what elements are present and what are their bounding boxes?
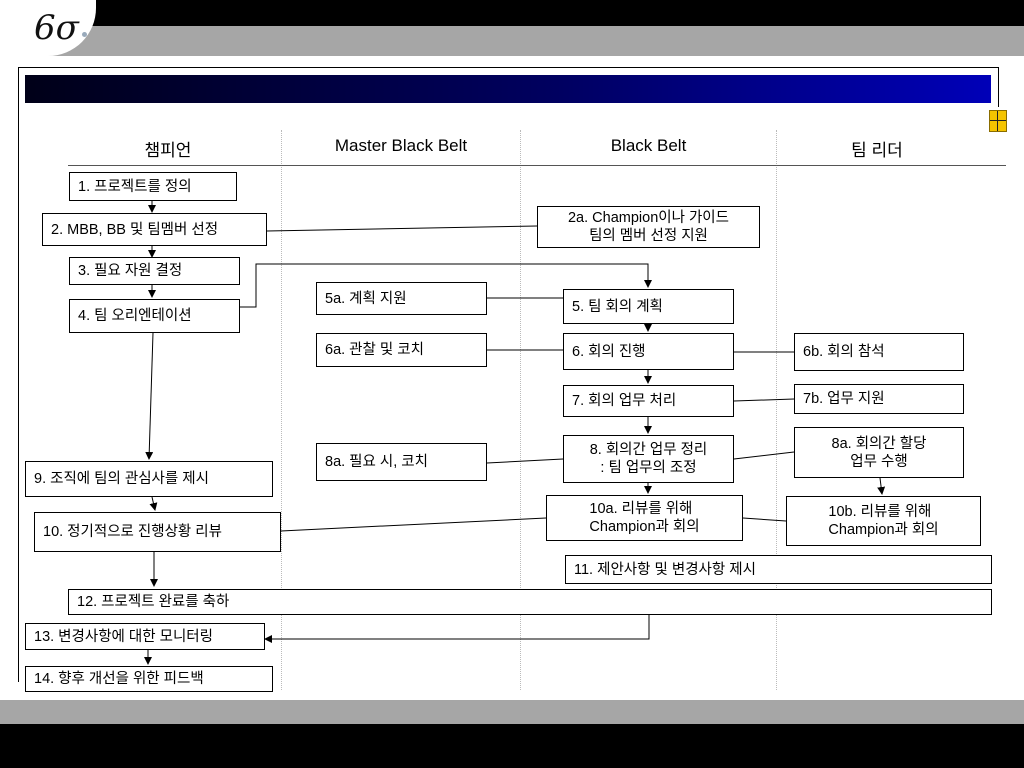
- step-8-label-line2: : 팀 업무의 조정: [600, 460, 697, 476]
- step-14-label: 14. 향후 개선을 위한 피드백: [34, 671, 204, 687]
- step-2a-box: 2a. Champion이나 가이드 팀의 멤버 선정 지원: [537, 206, 760, 248]
- window-grid-icon: [989, 110, 1007, 132]
- step-10a-label-line2: Champion과 회의: [589, 519, 700, 535]
- step-6a-label: 6a. 관찰 및 코치: [325, 342, 424, 358]
- step-6a-box: 6a. 관찰 및 코치: [316, 333, 487, 367]
- step-10-box: 10. 정기적으로 진행상황 리뷰: [34, 512, 281, 552]
- step-8a-leader-box: 8a. 회의간 할당 업무 수행: [794, 427, 964, 478]
- column-separator: [776, 130, 777, 690]
- step-14-box: 14. 향후 개선을 위한 피드백: [25, 666, 273, 692]
- step-10b-box: 10b. 리뷰를 위해 Champion과 회의: [786, 496, 981, 546]
- step-4-box: 4. 팀 오리엔테이션: [69, 299, 240, 333]
- step-12-box: 12. 프로젝트 완료를 축하: [68, 589, 992, 615]
- step-8-box: 8. 회의간 업무 정리 : 팀 업무의 조정: [563, 435, 734, 483]
- step-7b-label: 7b. 업무 지원: [803, 391, 885, 407]
- column-header-mbb: Master Black Belt: [334, 136, 468, 155]
- step-8a-leader-label-line2: 업무 수행: [850, 453, 908, 470]
- step-5a-box: 5a. 계획 지원: [316, 282, 487, 315]
- top-black-bar: [0, 0, 1024, 26]
- step-2-box: 2. MBB, BB 및 팀멤버 선정: [42, 213, 267, 246]
- frame-right-line: [998, 67, 999, 107]
- step-13-box: 13. 변경사항에 대한 모니터링: [25, 623, 265, 650]
- logo-dot-icon: [82, 32, 87, 37]
- column-header-champion: 챔피언: [144, 141, 192, 160]
- step-10b-label-line1: 10b. 리뷰를 위해: [828, 504, 932, 520]
- logo-text: 6σ: [34, 8, 79, 48]
- step-8a-leader-label-line1: 8a. 회의간 할당: [831, 435, 927, 452]
- header-rule: [68, 165, 1006, 166]
- step-1-label: 1. 프로젝트를 정의: [78, 178, 192, 195]
- step-6-box: 6. 회의 진행: [563, 333, 734, 370]
- step-7-box: 7. 회의 업무 처리: [563, 385, 734, 417]
- step-10a-label-line1: 10a. 리뷰를 위해: [589, 501, 693, 517]
- step-10-label: 10. 정기적으로 진행상황 리뷰: [43, 524, 222, 540]
- step-3-box: 3. 필요 자원 결정: [69, 257, 240, 285]
- step-8a-mbb-label: 8a. 필요 시, 코치: [325, 454, 428, 470]
- column-header-bb: Black Belt: [610, 136, 687, 155]
- step-2a-label-line1: 2a. Champion이나 가이드: [567, 210, 729, 226]
- step-1-box: 1. 프로젝트를 정의: [69, 172, 237, 201]
- step-11-label: 11. 제안사항 및 변경사항 제시: [574, 561, 756, 578]
- column-separator: [281, 130, 282, 690]
- step-8-label-line1: 8. 회의간 업무 정리: [589, 442, 708, 458]
- step-6b-box: 6b. 회의 참석: [794, 333, 964, 371]
- bottom-gray-bar: [0, 700, 1024, 724]
- step-12-label: 12. 프로젝트 완료를 축하: [77, 594, 230, 610]
- step-9-label: 9. 조직에 팀의 관심사를 제시: [34, 471, 209, 487]
- bottom-black-bar: [0, 724, 1024, 768]
- frame-left-line: [18, 67, 19, 682]
- step-2a-label-line2: 팀의 멤버 선정 지원: [589, 228, 708, 244]
- step-6b-label: 6b. 회의 참석: [803, 344, 885, 360]
- title-banner: [25, 75, 991, 103]
- step-5-label: 5. 팀 회의 계획: [572, 298, 663, 315]
- step-4-label: 4. 팀 오리엔테이션: [78, 308, 192, 324]
- step-3-label: 3. 필요 자원 결정: [78, 263, 183, 279]
- step-6-label: 6. 회의 진행: [572, 343, 646, 360]
- step-13-label: 13. 변경사항에 대한 모니터링: [34, 628, 213, 645]
- step-5-box: 5. 팀 회의 계획: [563, 289, 734, 324]
- step-7-label: 7. 회의 업무 처리: [572, 393, 677, 409]
- column-separator: [520, 130, 521, 690]
- top-gray-bar: [0, 26, 1024, 56]
- column-header-team-leader: 팀 리더: [851, 141, 903, 160]
- step-11-box: 11. 제안사항 및 변경사항 제시: [565, 555, 992, 584]
- step-5a-label: 5a. 계획 지원: [325, 290, 407, 307]
- frame-top-line: [18, 67, 998, 68]
- step-7b-box: 7b. 업무 지원: [794, 384, 964, 414]
- step-2-label: 2. MBB, BB 및 팀멤버 선정: [51, 221, 219, 238]
- step-9-box: 9. 조직에 팀의 관심사를 제시: [25, 461, 273, 497]
- step-10a-box: 10a. 리뷰를 위해 Champion과 회의: [546, 495, 743, 541]
- step-10b-label-line2: Champion과 회의: [828, 522, 939, 538]
- step-8a-mbb-box: 8a. 필요 시, 코치: [316, 443, 487, 481]
